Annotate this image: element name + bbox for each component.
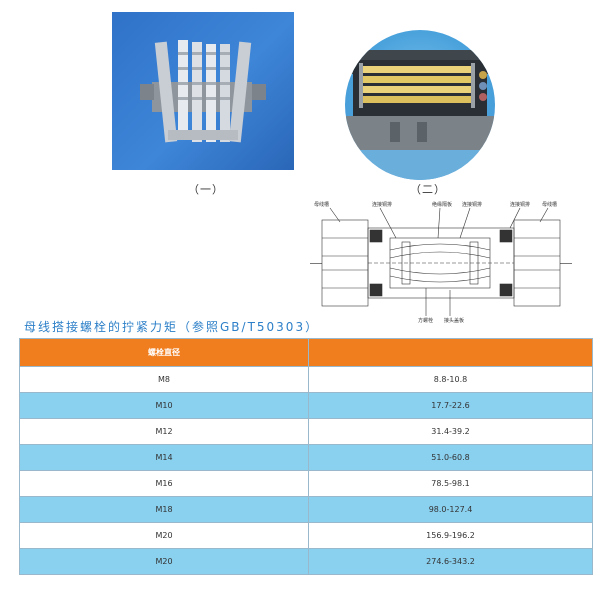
figure-caption-2: （二） (410, 183, 446, 196)
bolt-diameter-cell: M8 (19, 366, 309, 393)
busbar-closeup-image (345, 50, 495, 180)
table-row: M12 31.4-39.2 (19, 418, 593, 445)
torque-cell: 98.0-127.4 (308, 496, 593, 523)
bolt-diameter-cell: M16 (19, 470, 309, 497)
drawing-label-copper-3: 连接铜排 (510, 201, 530, 208)
column-header-bolt-diameter: 螺栓直径 (19, 338, 309, 367)
bolt-diameter-cell: M12 (19, 418, 309, 445)
figure-caption-1: （一） (188, 183, 224, 196)
column-header-torque (308, 338, 593, 367)
table-row: M8 8.8-10.8 (19, 366, 593, 393)
bolt-diameter-cell: M14 (19, 444, 309, 471)
busbar-photo-1 (112, 12, 294, 170)
bolt-diameter-cell: M10 (19, 392, 309, 419)
table-row: M16 78.5-98.1 (19, 470, 593, 497)
torque-cell: 156.9-196.2 (308, 522, 593, 549)
torque-cell: 51.0-60.8 (308, 444, 593, 471)
drawing-label-insulator: 绝缘隔板 (432, 201, 452, 208)
bolt-diameter-cell: M20 (19, 548, 309, 575)
torque-table: 螺栓直径 M8 8.8-10.8 M10 17.7-22.6 M12 31.4-… (19, 338, 593, 575)
torque-cell: 78.5-98.1 (308, 470, 593, 497)
section-heading: 母线搭接螺栓的拧紧力矩（参照GB/T50303） (24, 320, 320, 334)
drawing-label-busbar-left: 母线槽 (314, 201, 329, 208)
table-row: M14 51.0-60.8 (19, 444, 593, 471)
table-row: M10 17.7-22.6 (19, 392, 593, 419)
bolt-diameter-cell: M20 (19, 522, 309, 549)
torque-cell: 8.8-10.8 (308, 366, 593, 393)
torque-cell: 31.4-39.2 (308, 418, 593, 445)
busbar-photo-2 (345, 30, 495, 180)
torque-cell: 274.6-343.2 (308, 548, 593, 575)
drawing-label-busbar-right: 母线槽 (542, 201, 557, 208)
drawing-label-copper-2: 连接铜排 (462, 201, 482, 208)
drawing-label-copper-1: 连接铜排 (372, 201, 392, 208)
busbar-joint-image (140, 40, 266, 143)
bolt-diameter-cell: M18 (19, 496, 309, 523)
drawing-label-bolt: 方螺栓 (418, 317, 433, 324)
drawing-label-cover: 接头盖板 (444, 317, 464, 324)
table-header-row: 螺栓直径 (19, 338, 593, 367)
table-row: M18 98.0-127.4 (19, 496, 593, 523)
table-row: M20 274.6-343.2 (19, 548, 593, 575)
torque-cell: 17.7-22.6 (308, 392, 593, 419)
table-row: M20 156.9-196.2 (19, 522, 593, 549)
busbar-assembly-drawing: 母线槽 连接铜排 绝缘隔板 连接铜排 连接铜排 母线槽 方螺栓 接头盖板 (310, 201, 572, 324)
